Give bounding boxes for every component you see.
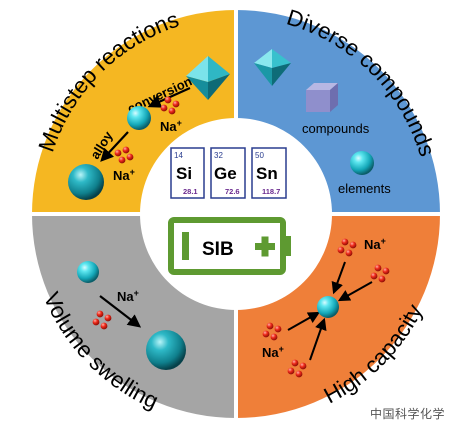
sodium-cluster-right	[370, 264, 390, 283]
svg-text:14: 14	[174, 151, 183, 160]
sphere-small	[77, 261, 99, 283]
svg-text:28.1: 28.1	[183, 187, 198, 196]
octahedron-icon	[186, 56, 230, 100]
svg-text:118.7: 118.7	[262, 187, 280, 196]
sodium-cluster-top	[337, 238, 357, 257]
sphere-intermediate	[127, 106, 151, 130]
sphere-host	[317, 296, 339, 318]
element-tile-si: 14 Si 28.1	[170, 147, 205, 199]
svg-text:Si: Si	[176, 164, 192, 183]
sphere-swollen	[146, 330, 186, 370]
label-na-upper: Na+	[160, 118, 182, 134]
svg-text:72.6: 72.6	[225, 187, 240, 196]
label-na-upper-right: Na+	[364, 236, 386, 252]
arrow-from-bottom	[309, 317, 327, 361]
volume-swelling-illustration: Na+	[77, 261, 186, 370]
alloy-arrow	[100, 131, 129, 162]
arrow-from-left	[287, 311, 321, 331]
label-elements: elements	[338, 181, 391, 196]
sodium-cluster	[92, 310, 112, 330]
diverse-compounds-illustration: compounds elements	[254, 49, 391, 196]
sphere-alloy	[68, 164, 104, 200]
watermark: 中国科学化学	[370, 407, 446, 421]
swelling-arrow	[99, 295, 142, 328]
svg-text:50: 50	[255, 151, 264, 160]
sodium-cluster-bottom	[287, 359, 307, 378]
conversion-arrow	[147, 86, 191, 108]
arrow-from-top	[331, 261, 346, 295]
element-tile-sn: 50 Sn 118.7	[251, 147, 287, 199]
label-na-lower: Na+	[113, 167, 135, 183]
high-capacity-illustration: Na+ Na+	[262, 236, 390, 378]
quadrant-high-capacity	[236, 214, 440, 418]
octahedron-compound-icon	[254, 49, 291, 86]
center-disc	[140, 118, 332, 310]
sodium-cluster-upper	[160, 96, 180, 115]
sodium-cluster-left	[262, 322, 282, 341]
label-compounds: compounds	[302, 121, 370, 136]
sodium-cluster-lower	[114, 146, 134, 164]
label-na: Na+	[117, 288, 139, 304]
svg-text:Sn: Sn	[256, 164, 278, 183]
cube-compound-icon	[306, 83, 338, 112]
label-na-lower-right: Na+	[262, 344, 284, 360]
battery-label: SIB	[202, 239, 234, 260]
battery-icon: SIB	[168, 217, 291, 275]
arrow-from-right	[337, 281, 373, 302]
svg-text:32: 32	[214, 151, 223, 160]
svg-text:Ge: Ge	[214, 164, 237, 183]
element-sphere-icon	[350, 151, 374, 175]
element-tile-ge: 32 Ge 72.6	[210, 147, 246, 199]
